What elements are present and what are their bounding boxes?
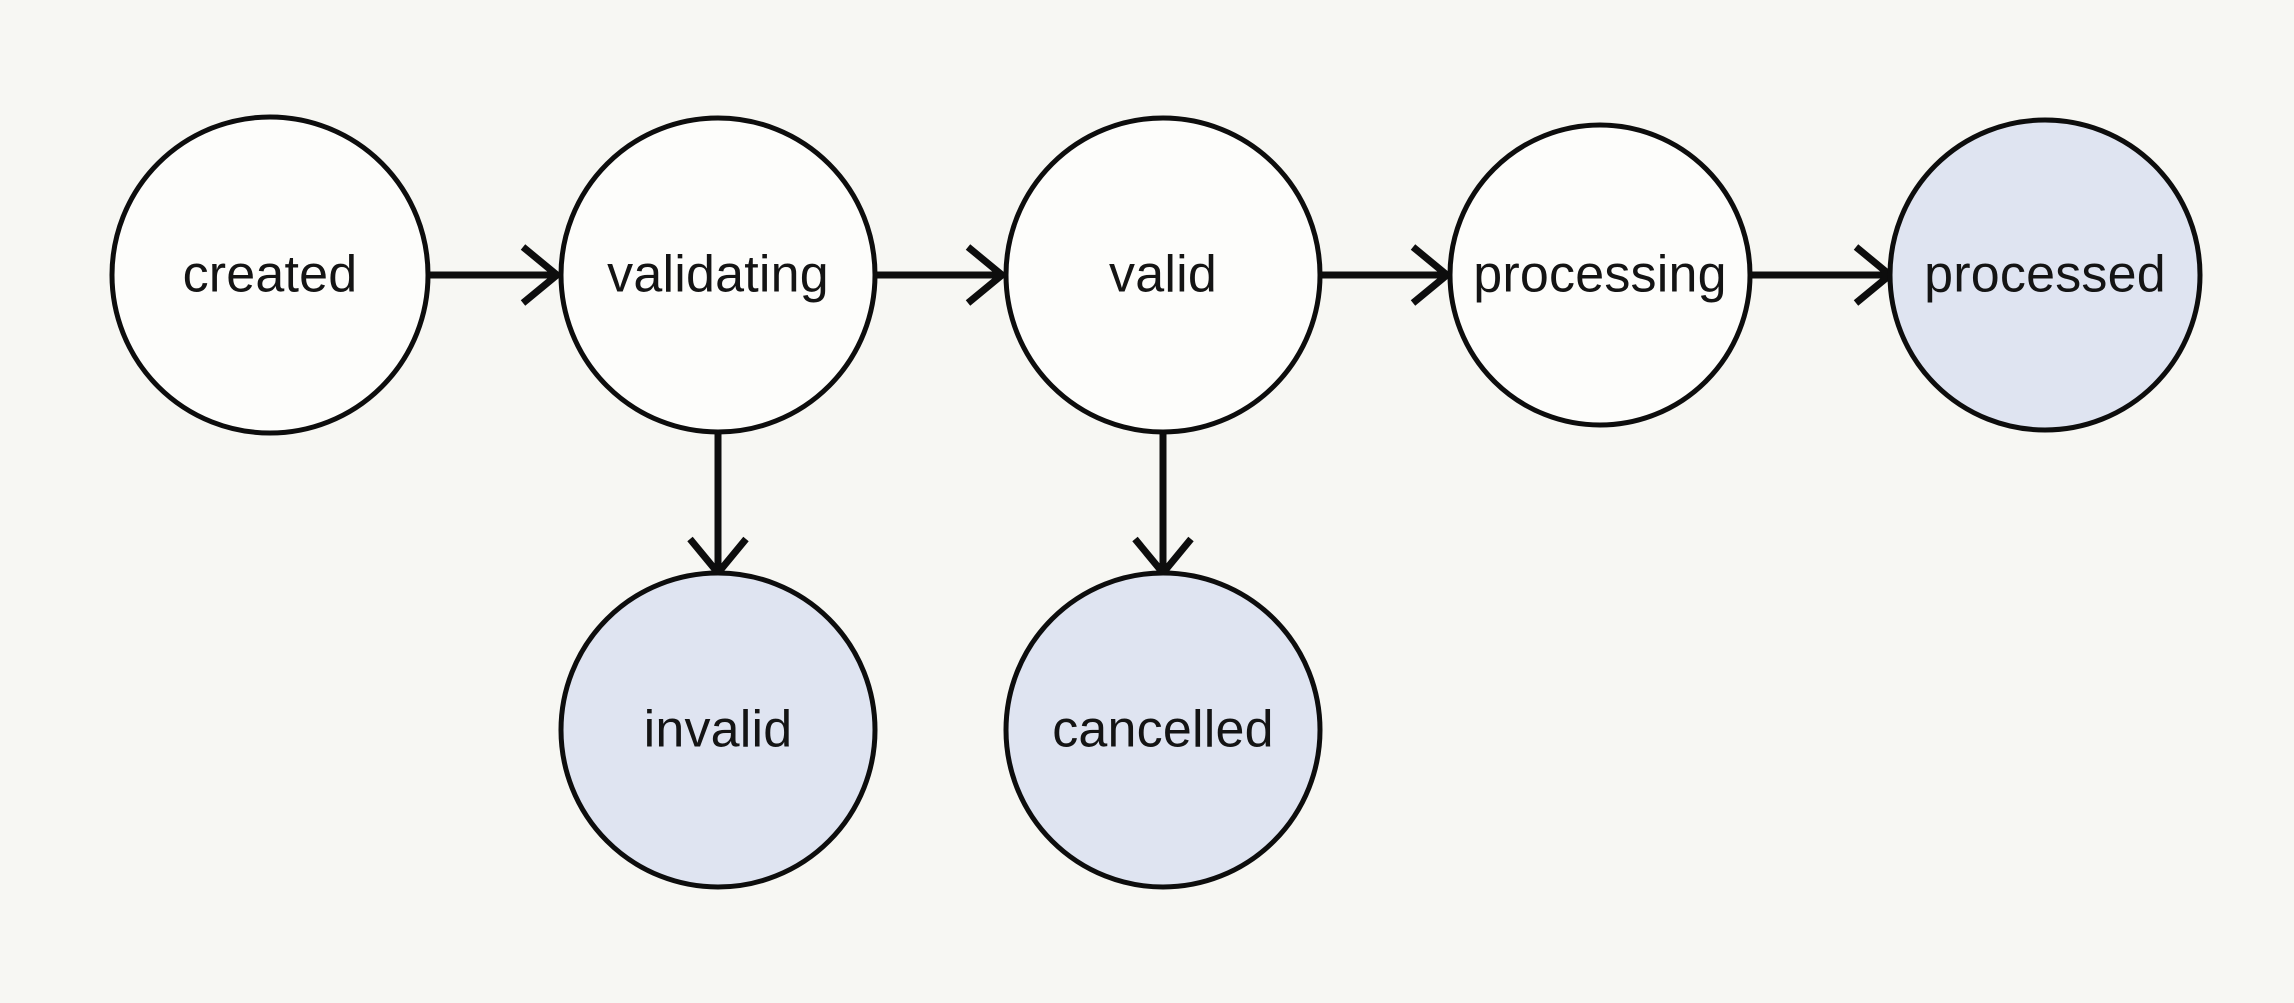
node-shape[interactable] — [1003, 570, 1323, 890]
edge-validating-valid — [875, 244, 1008, 306]
node-label: processed — [1924, 246, 2166, 304]
node-label: processing — [1473, 246, 1726, 304]
node-label: cancelled — [1052, 701, 1274, 759]
node-label: valid — [1109, 246, 1217, 304]
arrowhead-icon — [1410, 244, 1453, 306]
state-node-valid[interactable]: valid — [1003, 115, 1323, 435]
state-node-created[interactable]: created — [109, 114, 431, 436]
node-shape[interactable] — [1887, 117, 2203, 433]
arrowhead-icon — [520, 244, 563, 306]
node-shape[interactable] — [558, 570, 878, 890]
node-shape[interactable] — [109, 114, 431, 436]
edge-created-validating — [428, 244, 563, 306]
state-node-processing[interactable]: processing — [1447, 122, 1753, 428]
node-label: validating — [607, 246, 829, 304]
node-label: created — [183, 246, 358, 304]
node-shape[interactable] — [1003, 115, 1323, 435]
node-shape[interactable] — [1447, 122, 1753, 428]
edge-processing-processed — [1750, 244, 1896, 306]
arrowhead-icon — [965, 244, 1008, 306]
state-node-processed[interactable]: processed — [1887, 117, 2203, 433]
edge-valid-processing — [1320, 244, 1453, 306]
edge-layer — [428, 244, 1896, 579]
edge-validating-invalid — [687, 432, 749, 579]
node-layer: created validating valid processing proc… — [109, 114, 2203, 890]
state-node-invalid[interactable]: invalid — [558, 570, 878, 890]
state-node-validating[interactable]: validating — [558, 115, 878, 435]
edge-valid-cancelled — [1132, 432, 1194, 579]
state-node-cancelled[interactable]: cancelled — [1003, 570, 1323, 890]
node-shape[interactable] — [558, 115, 878, 435]
node-label: invalid — [644, 701, 793, 759]
